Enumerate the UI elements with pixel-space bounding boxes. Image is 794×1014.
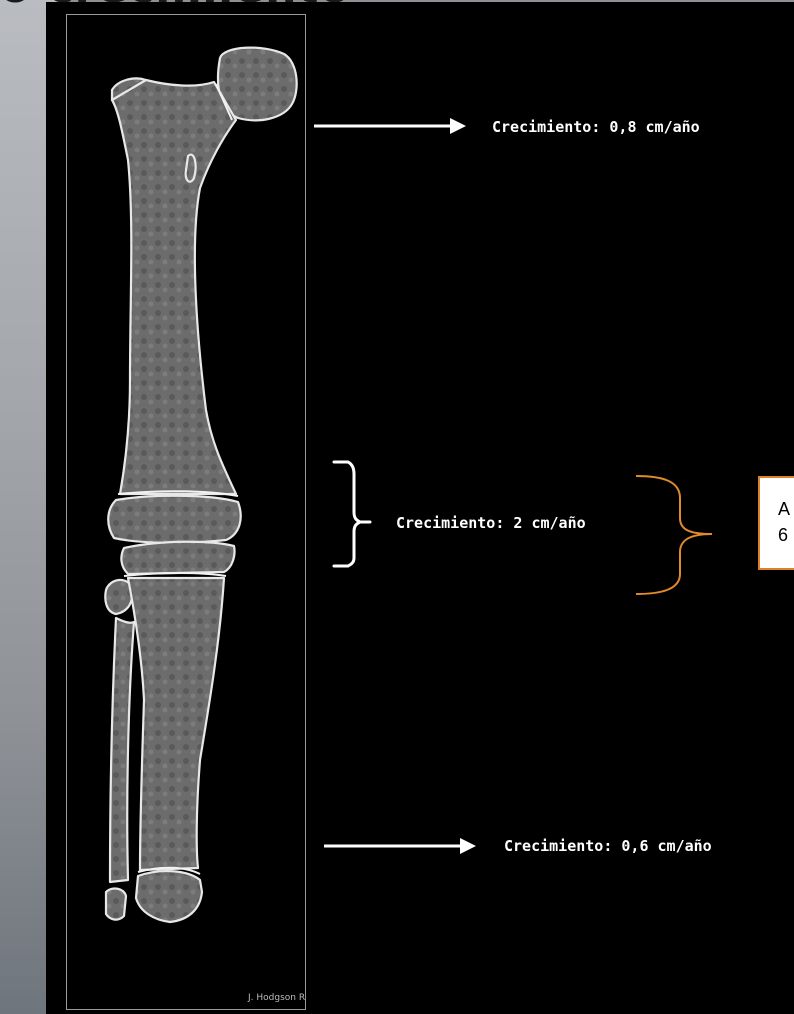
note-line-2: 6: [778, 522, 794, 548]
knee-bracket: [334, 462, 370, 566]
distal-femur-epiphysis: [108, 496, 240, 543]
image-credit: J. Hodgson R: [248, 993, 305, 1003]
lesser-trochanter: [186, 155, 196, 182]
distal-tibia-epiphysis: [136, 871, 202, 922]
top-growth-label: Crecimiento: 0,8 cm/año: [492, 118, 700, 136]
proximal-tibia-epiphysis: [121, 542, 234, 574]
distal-fibula: [106, 889, 126, 920]
note-line-1: A: [778, 496, 794, 522]
top-arrow: [314, 118, 466, 134]
orange-brace: [636, 476, 712, 594]
bottom-growth-label: Crecimiento: 0,6 cm/año: [504, 837, 712, 855]
note-text-box: A 6: [758, 476, 794, 570]
femur-shaft: [112, 80, 236, 494]
knee-growth-label: Crecimiento: 2 cm/año: [396, 514, 586, 532]
bottom-arrow: [324, 838, 476, 854]
fibula-shaft: [110, 618, 134, 882]
tibia-shaft: [128, 578, 224, 870]
